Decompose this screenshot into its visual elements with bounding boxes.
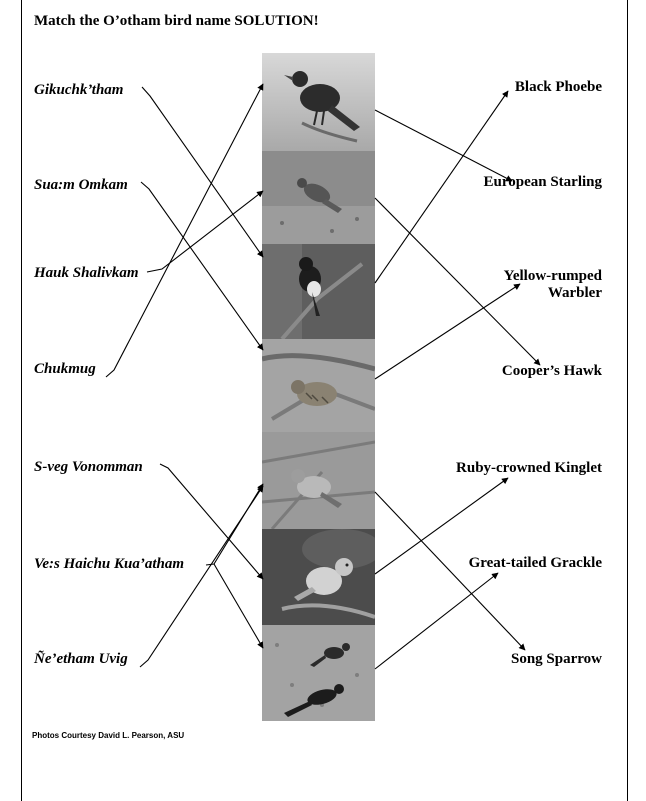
arrow-warbler-to-song-sparrow [375, 492, 525, 650]
arrow-sveg-vonomman [160, 464, 263, 579]
arrow-sparrow-to-yellow-rumped-warbler [375, 284, 520, 379]
arrow-starling-to-european-starling [375, 110, 512, 181]
arrow-neetham-uvig [140, 486, 263, 667]
arrow-gikuchktham [142, 87, 263, 257]
photo-credit: Photos Courtesy David L. Pearson, ASU [32, 731, 184, 740]
arrow-suam-omkam [141, 182, 263, 350]
arrow-chukmug [106, 84, 263, 377]
arrow-ves-haichu-to-warbler [206, 484, 263, 565]
arrow-ves-haichu-to-grackle [214, 564, 263, 648]
arrow-hawk-to-coopers-hawk [375, 198, 540, 365]
arrow-grackle-to-great-tailed-grackle [375, 573, 498, 669]
arrow-kinglet-to-ruby-crowned-kinglet [375, 478, 508, 574]
